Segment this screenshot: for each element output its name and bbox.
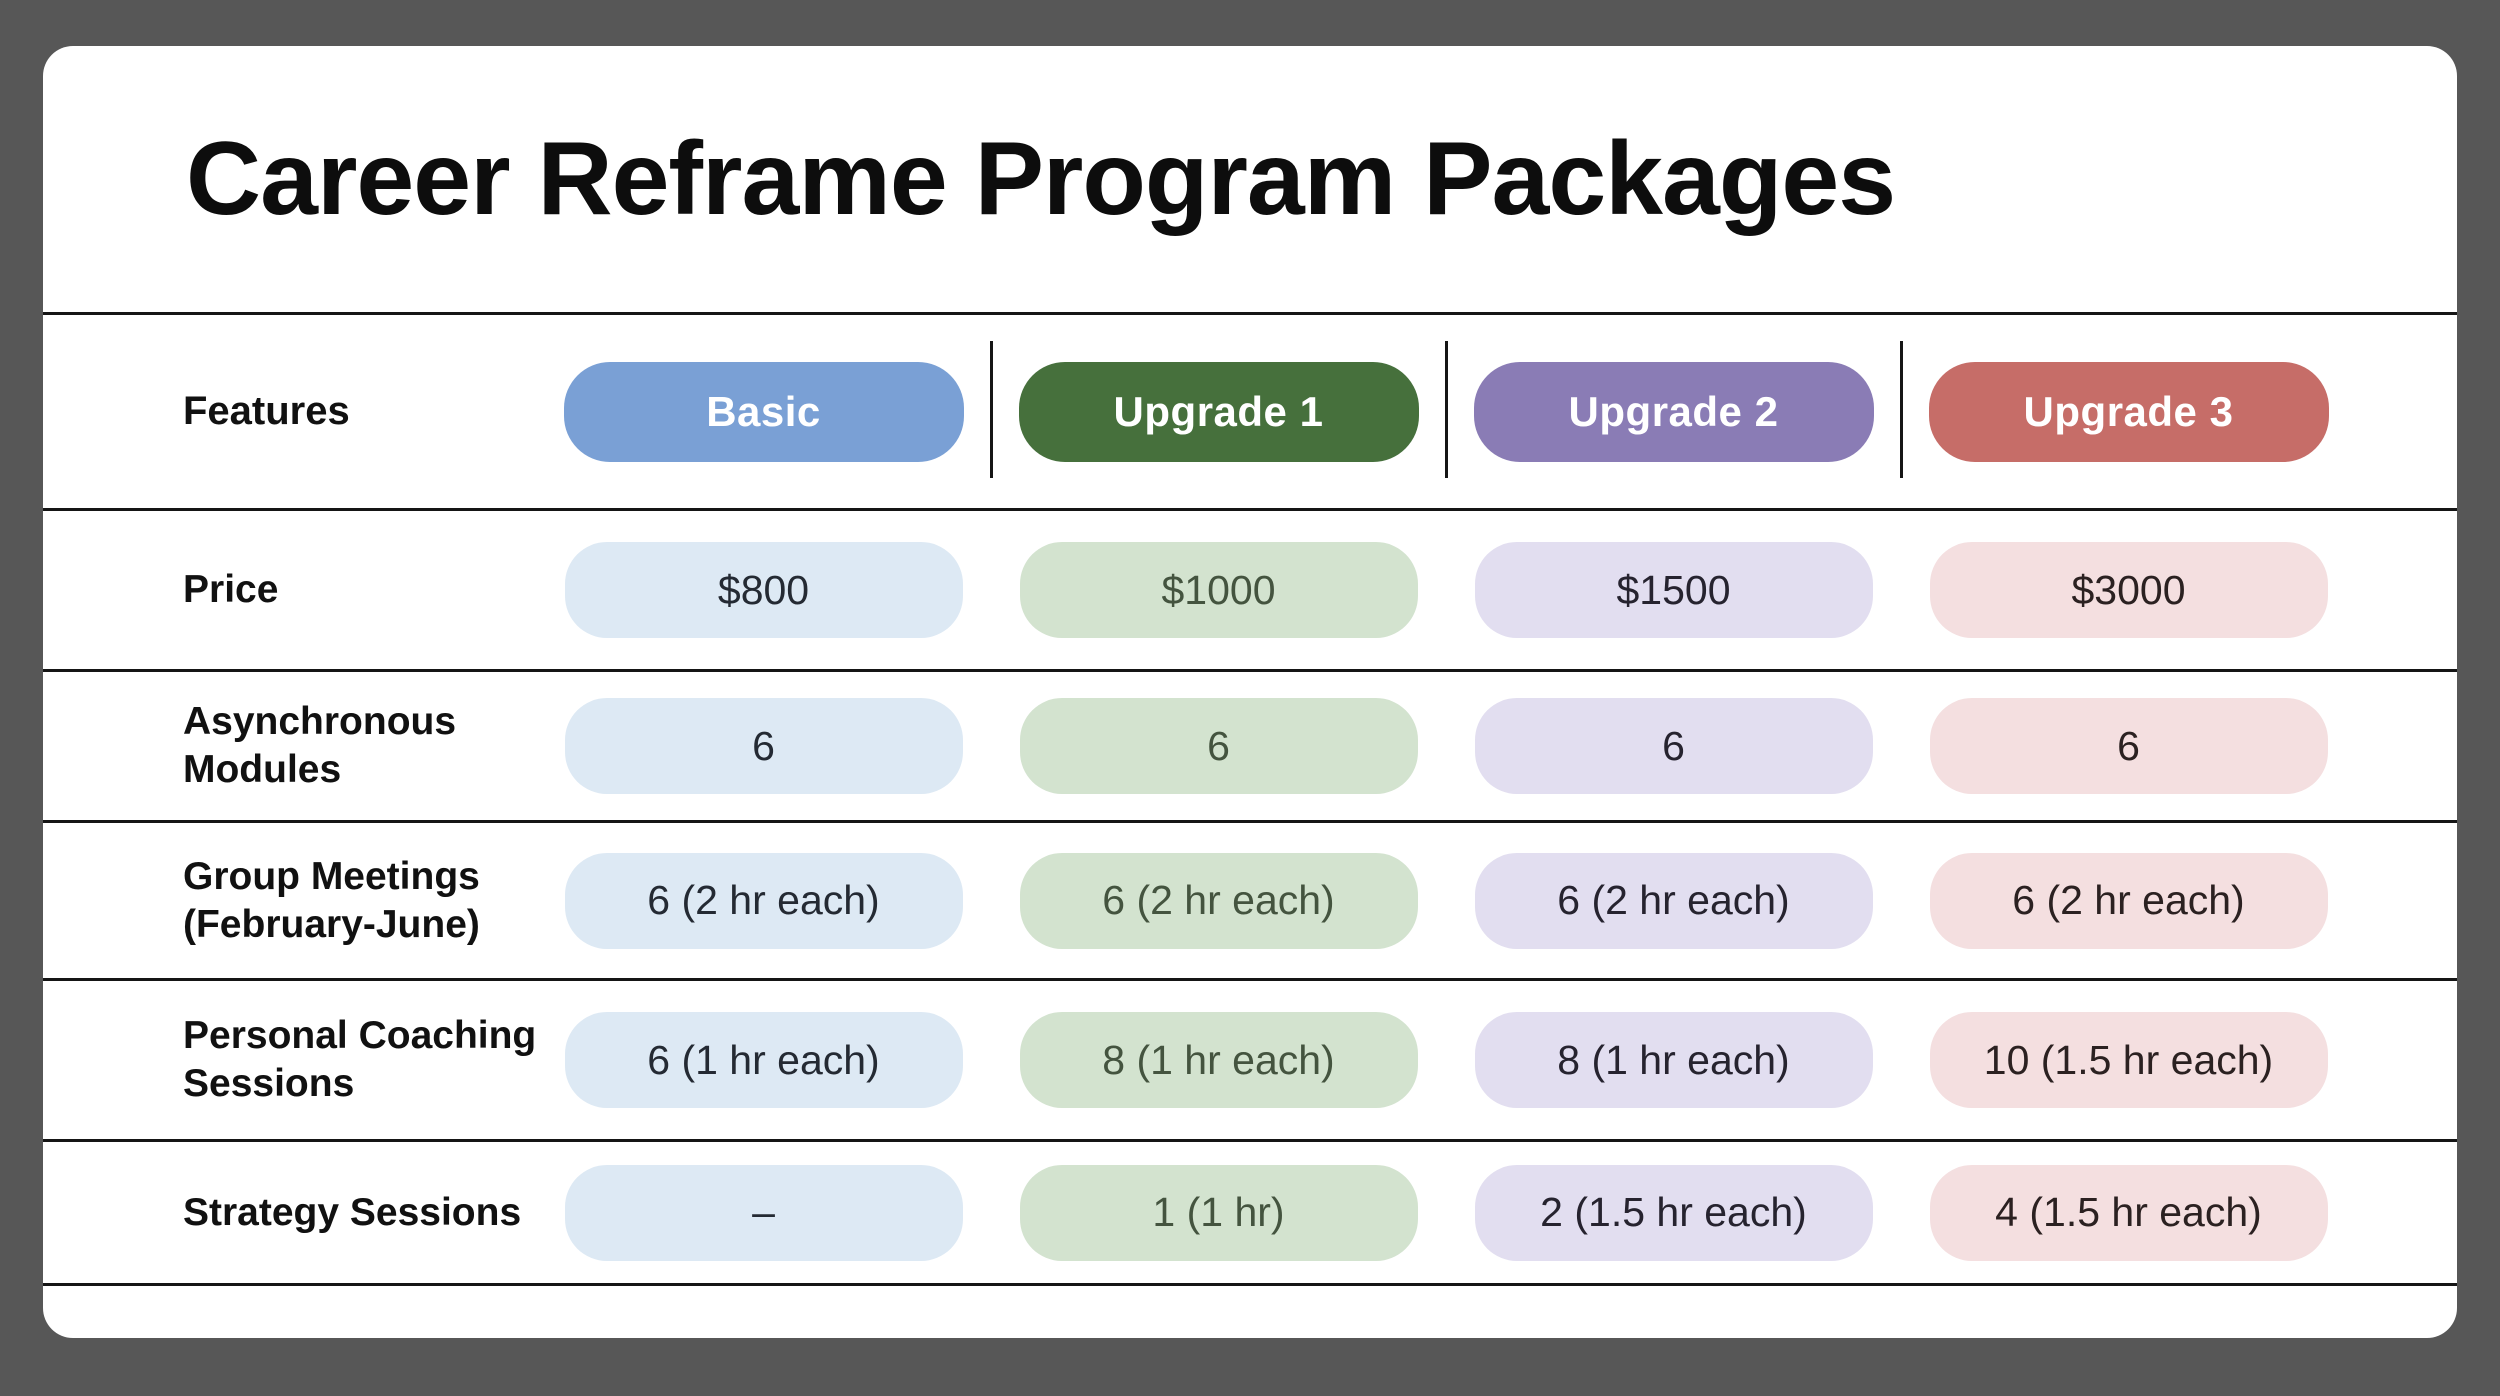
table-row-group-meetings: Group Meetings (February-June) 6 (2 hr ea… [43,820,2457,978]
table-cell: 6 [1901,672,2356,820]
value-pill-upgrade-1: $1000 [1019,542,1418,638]
table-row-strategy-sessions: Strategy Sessions–1 (1 hr) 2 (1.5 hr each… [43,1139,2457,1283]
header-pill-upgrade-2: Upgrade 2 [1473,361,1874,462]
value-pill-upgrade-1: 6 [1019,698,1418,794]
table-cell: 1 (1 hr) [991,1142,1446,1283]
table-cell: 6 [1446,672,1901,820]
value-pill-upgrade-3: 10 (1.5 hr each) [1929,1012,2328,1108]
value-pill-upgrade-3: $3000 [1929,542,2328,638]
value-pill-upgrade-3: 4 (1.5 hr each) [1929,1164,2328,1261]
package-column-header-upgrade-1: Upgrade 1 [991,315,1448,508]
value-pill-basic: – [564,1164,963,1261]
table-cell: 6 (1 hr each) [536,981,991,1139]
feature-label-personal-coaching: Personal Coaching Sessions [183,1014,537,1105]
package-column-header-basic: Basic [536,315,993,508]
table-cell: 6 (2 hr each) [1446,823,1901,978]
value-pill-basic: 6 (1 hr each) [564,1012,963,1108]
table-row-price: Price $800 $1000 $1500 $3000 [43,508,2457,669]
table-cell: $1000 [991,511,1446,669]
feature-label-asynchronous: Asynchronous Modules [183,700,457,791]
feature-label-group-meetings: Group Meetings (February-June) [183,854,480,946]
table-cell: – [536,1142,991,1283]
value-pill-upgrade-1: 8 (1 hr each) [1019,1012,1418,1108]
pricing-card: Career Reframe Program Packages Features… [43,46,2457,1338]
table-cell: 6 (2 hr each) [1901,823,2356,978]
table-cell: 4 (1.5 hr each) [1901,1142,2356,1283]
table-row-personal-coaching: Personal Coaching Sessions 6 (1 hr each) 8… [43,978,2457,1139]
value-pill-basic: $800 [564,542,963,638]
feature-label-price: Price [183,568,279,612]
value-pill-upgrade-2: 6 [1474,698,1873,794]
table-cell: 6 [991,672,1446,820]
feature-label-strategy-sessions: Strategy Sessions [183,1190,522,1234]
value-pill-upgrade-2: 8 (1 hr each) [1474,1012,1873,1108]
page-title: Career Reframe Program Packages [186,120,1896,237]
value-pill-upgrade-2: 2 (1.5 hr each) [1474,1164,1873,1261]
table-cell: 10 (1.5 hr each) [1901,981,2356,1139]
table-cell: 8 (1 hr each) [991,981,1446,1139]
table-cell: $800 [536,511,991,669]
value-pill-basic: 6 (2 hr each) [564,852,963,949]
table-cell: 6 (2 hr each) [536,823,991,978]
package-column-header-upgrade-2: Upgrade 2 [1446,315,1903,508]
header-pill-upgrade-1: Upgrade 1 [1018,361,1419,462]
value-pill-upgrade-3: 6 (2 hr each) [1929,852,2328,949]
table-cell: 6 [536,672,991,820]
features-column-header: Features [183,389,350,434]
table-cell: 8 (1 hr each) [1446,981,1901,1139]
value-pill-upgrade-2: $1500 [1474,542,1873,638]
value-pill-upgrade-3: 6 [1929,698,2328,794]
value-pill-upgrade-1: 1 (1 hr) [1019,1164,1418,1261]
value-pill-upgrade-2: 6 (2 hr each) [1474,852,1873,949]
packages-table: Features Basic Upgrade 1 Upgrade 2 Upgrade 3… [43,312,2457,1283]
table-cell: $3000 [1901,511,2356,669]
table-cell: $1500 [1446,511,1901,669]
table-header-row: Features Basic Upgrade 1 Upgrade 2 Upgrade 3 [43,312,2457,508]
header-pill-basic: Basic [563,361,964,462]
header-pill-upgrade-3: Upgrade 3 [1928,361,2329,462]
value-pill-upgrade-1: 6 (2 hr each) [1019,852,1418,949]
value-pill-basic: 6 [564,698,963,794]
table-cell: 6 (2 hr each) [991,823,1446,978]
card-footer [43,1283,2457,1338]
package-column-header-upgrade-3: Upgrade 3 [1901,315,2356,508]
table-cell: 2 (1.5 hr each) [1446,1142,1901,1283]
